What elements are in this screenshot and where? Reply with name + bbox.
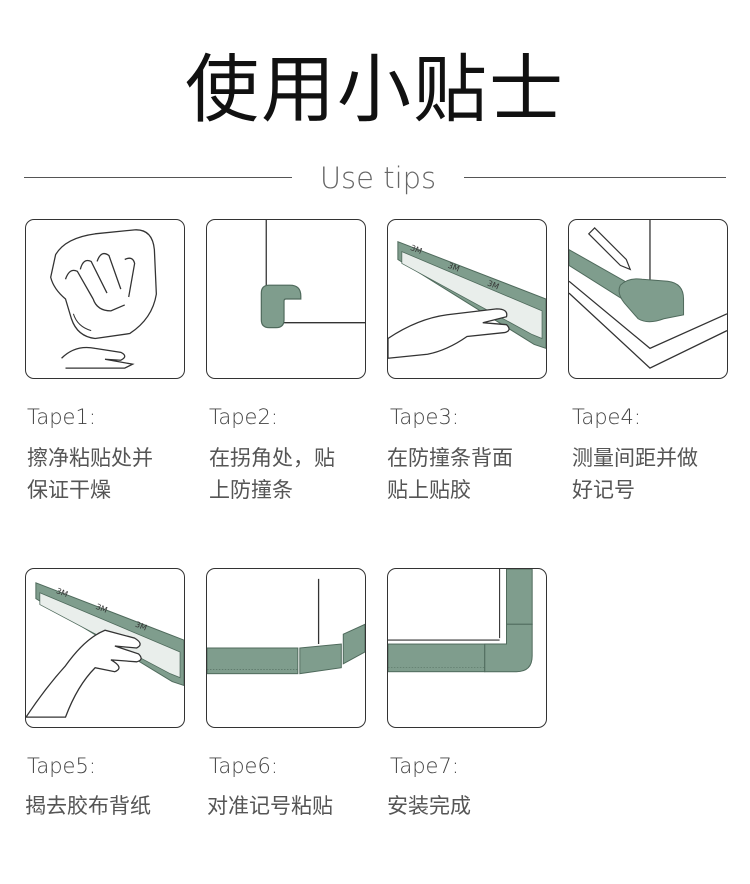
step-2-card bbox=[206, 219, 366, 379]
step-3-label: Tape3: bbox=[390, 405, 459, 429]
step-5-label: Tape5: bbox=[27, 754, 96, 778]
step-2-desc: 在拐角处，贴 上防撞条 bbox=[209, 446, 335, 502]
step-6-card bbox=[206, 568, 366, 728]
divider-right bbox=[464, 177, 726, 178]
step-7-desc: 安装完成 bbox=[387, 794, 471, 818]
step-4-label: Tape4: bbox=[572, 405, 641, 429]
measure-mark-icon bbox=[569, 220, 727, 369]
page-subtitle: Use tips bbox=[319, 161, 437, 195]
divider-left bbox=[24, 177, 292, 178]
step-4-desc: 测量间距并做 好记号 bbox=[572, 446, 698, 502]
subtitle-row: Use tips bbox=[24, 156, 726, 200]
step-3-card: 3M 3M 3M bbox=[387, 219, 547, 379]
step-4-card bbox=[568, 219, 728, 379]
step-2-label: Tape2: bbox=[209, 405, 278, 429]
page-title: 使用小贴士 bbox=[185, 47, 565, 133]
step-1-desc: 擦净粘贴处并 保证干燥 bbox=[27, 446, 153, 502]
step-5-desc: 揭去胶布背纸 bbox=[25, 794, 151, 818]
apply-tape-icon: 3M 3M 3M bbox=[388, 241, 546, 359]
align-edge-icon bbox=[207, 578, 365, 675]
step-3-desc: 在防撞条背面 贴上贴胶 bbox=[387, 446, 513, 502]
step-7-card bbox=[387, 568, 547, 728]
corner-guard-icon bbox=[260, 220, 365, 329]
tape-print-2: 3M bbox=[447, 261, 462, 274]
step-7-label: Tape7: bbox=[390, 754, 459, 778]
step-6-label: Tape6: bbox=[209, 754, 278, 778]
hand-wipe-icon bbox=[50, 229, 157, 369]
tape-print-3: 3M bbox=[486, 279, 501, 292]
step-6-desc: 对准记号粘贴 bbox=[207, 794, 333, 818]
peel-backing-icon: 3M 3M 3M bbox=[26, 582, 184, 718]
step-1-card bbox=[25, 219, 185, 379]
tape-print-1: 3M bbox=[409, 243, 424, 256]
tape-print-5: 3M bbox=[94, 602, 109, 615]
installed-corner-icon bbox=[388, 569, 533, 673]
tape-print-4: 3M bbox=[55, 586, 70, 599]
step-1-label: Tape1: bbox=[27, 405, 96, 429]
tape-print-6: 3M bbox=[134, 620, 149, 633]
step-5-card: 3M 3M 3M bbox=[25, 568, 185, 728]
